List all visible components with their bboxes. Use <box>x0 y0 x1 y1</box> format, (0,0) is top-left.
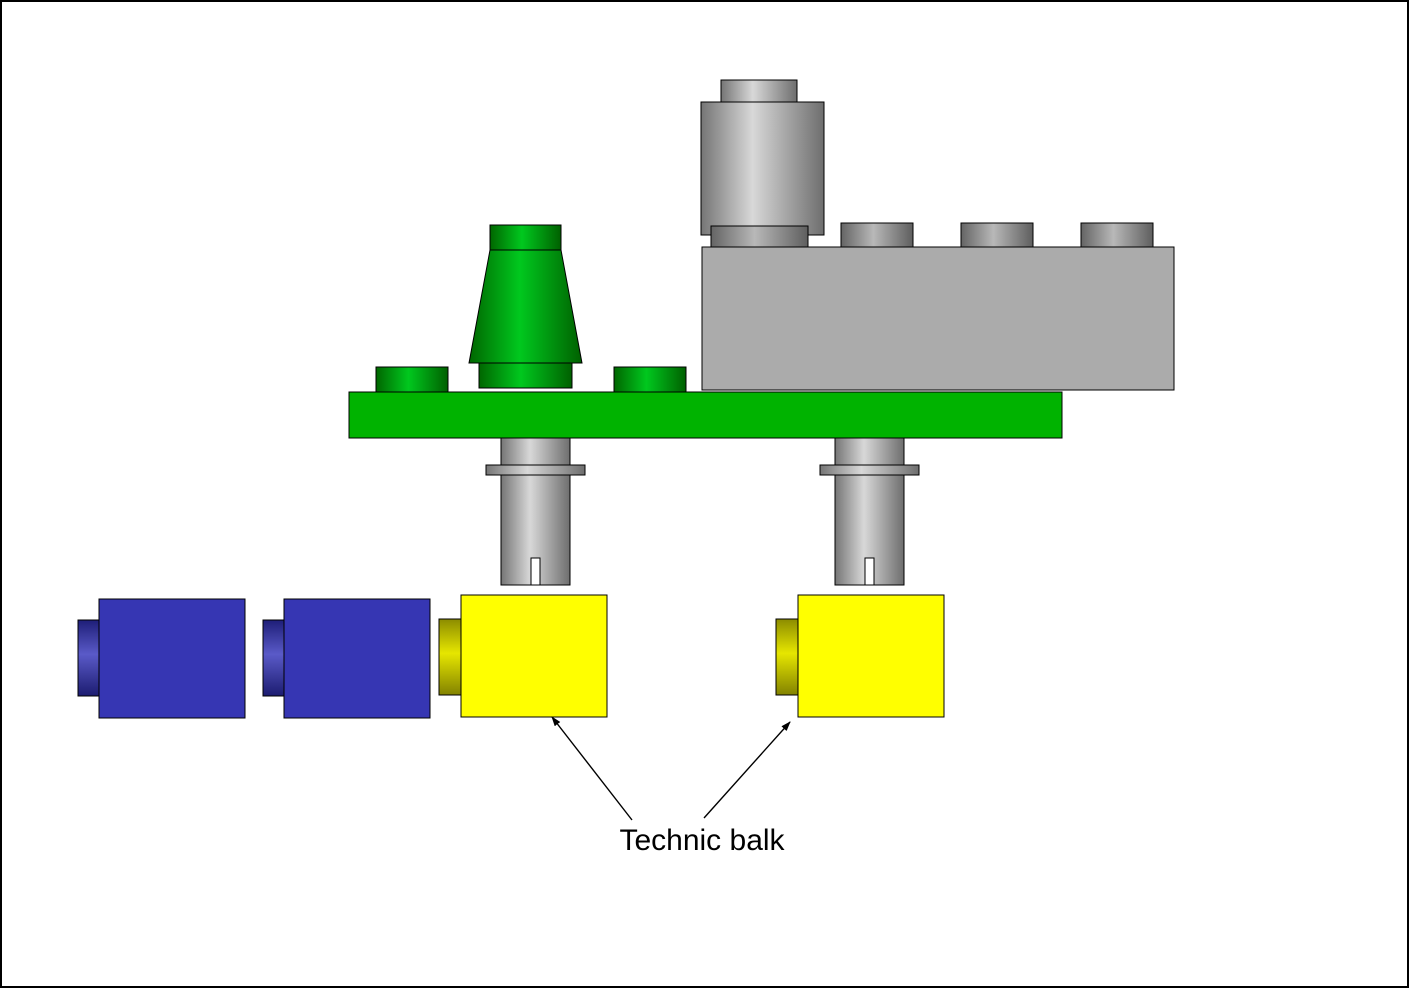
green-cone <box>468 224 583 389</box>
arrow-to-left-beam <box>551 716 633 821</box>
yellow-beam-2-body <box>797 594 945 718</box>
cone-body <box>468 249 583 364</box>
round-brick-body <box>700 101 825 236</box>
blue-brick-2-body <box>283 598 431 719</box>
arrow-to-right-beam <box>703 721 791 819</box>
round-brick-neck <box>710 225 809 249</box>
cone-base <box>478 362 573 389</box>
technic-pin-right <box>819 437 920 586</box>
pin-left-top <box>500 437 571 467</box>
blue-brick-1-side-stud <box>77 619 100 697</box>
blue-brick-1 <box>77 598 246 719</box>
yellow-beam-2-side-stud <box>775 618 799 696</box>
technic-pin-left <box>485 437 586 586</box>
cone-tip <box>489 224 562 251</box>
yellow-beam-1 <box>438 594 608 718</box>
pin-right-top <box>834 437 905 467</box>
yellow-beam-1-side-stud <box>438 618 462 696</box>
yellow-beam-2 <box>775 594 945 718</box>
green-plate <box>348 366 1063 439</box>
blue-brick-2-side-stud <box>262 619 285 697</box>
gray-brick-stud-1 <box>840 222 914 249</box>
pin-left-slot <box>530 557 541 586</box>
plate-body <box>348 391 1063 439</box>
plate-stud-1 <box>375 366 449 393</box>
pin-right-flange <box>819 464 920 476</box>
gray-brick-studs <box>840 222 1154 249</box>
plate-stud-2 <box>613 366 687 393</box>
pin-left-flange <box>485 464 586 476</box>
blue-brick-1-body <box>98 598 246 719</box>
pin-right-slot <box>864 557 875 586</box>
gray-brick-body <box>701 246 1175 391</box>
gray-brick-stud-3 <box>1080 222 1154 249</box>
technic-balk-label: Technic balk <box>619 824 785 857</box>
gray-round-brick <box>700 79 825 249</box>
gray-brick-stud-2 <box>960 222 1034 249</box>
annotation-arrows <box>551 716 791 821</box>
yellow-beam-1-body <box>460 594 608 718</box>
round-brick-top-stud <box>720 79 798 104</box>
blue-brick-2 <box>262 598 431 719</box>
